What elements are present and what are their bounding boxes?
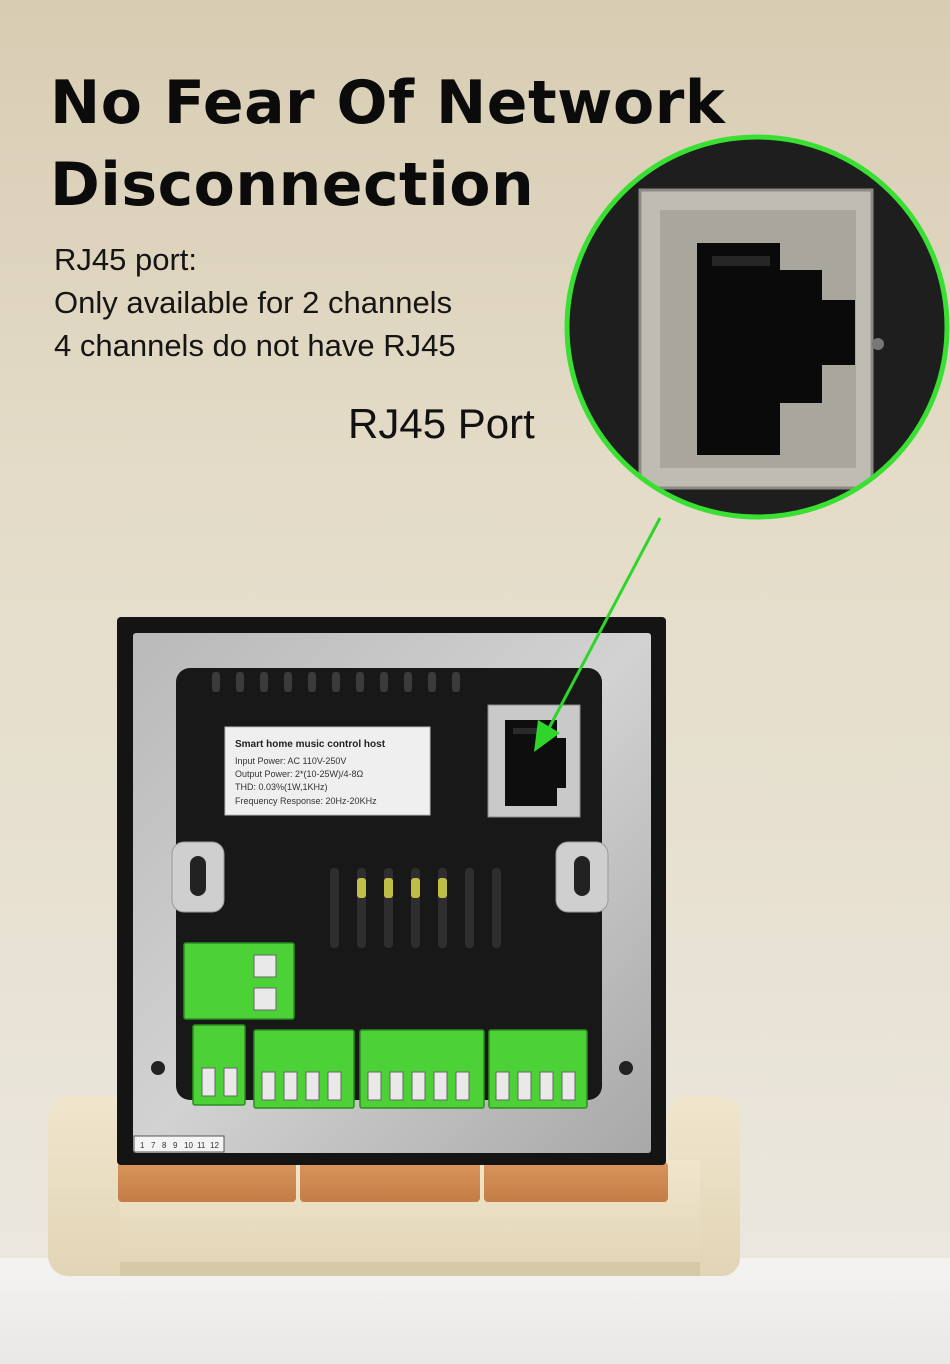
info-line1: RJ45 port: (54, 242, 198, 277)
headline: No Fear Of Network Disconnection (50, 62, 770, 226)
device-rj45-port (487, 704, 581, 818)
spec-label-title: Smart home music control host (235, 739, 386, 750)
spec-label-line2: Output Power: 2*(10-25W)/4-8Ω (235, 769, 364, 779)
headline-line2: Disconnection (50, 150, 535, 220)
rj45-port-label: RJ45 Port (348, 400, 535, 447)
rj45-info: RJ45 port: Only available for 2 channels… (54, 238, 574, 367)
svg-text:10: 10 (184, 1141, 193, 1150)
svg-text:12: 12 (210, 1141, 219, 1150)
svg-text:8: 8 (162, 1141, 167, 1150)
spec-label: Smart home music control host Input Powe… (224, 726, 431, 816)
svg-text:1: 1 (140, 1141, 145, 1150)
headline-line1: No Fear Of Network (50, 68, 726, 138)
stand (48, 1096, 740, 1276)
info-line3: 4 channels do not have RJ45 (54, 328, 456, 363)
info-line2: Only available for 2 channels (54, 285, 453, 320)
rj45-zoom-callout (564, 134, 950, 520)
svg-text:9: 9 (173, 1141, 178, 1150)
svg-text:11: 11 (197, 1141, 206, 1150)
spec-label-line3: THD: 0.03%(1W,1KHz) (235, 782, 328, 792)
spec-label-line1: Input Power: AC 110V-250V (235, 756, 346, 766)
spec-label-line4: Frequency Response: 20Hz-20KHz (235, 796, 377, 806)
terminal-number-strip: 1 7 8 9 10 11 12 (133, 1135, 225, 1153)
svg-text:7: 7 (151, 1141, 156, 1150)
callout-arrow (534, 517, 662, 752)
